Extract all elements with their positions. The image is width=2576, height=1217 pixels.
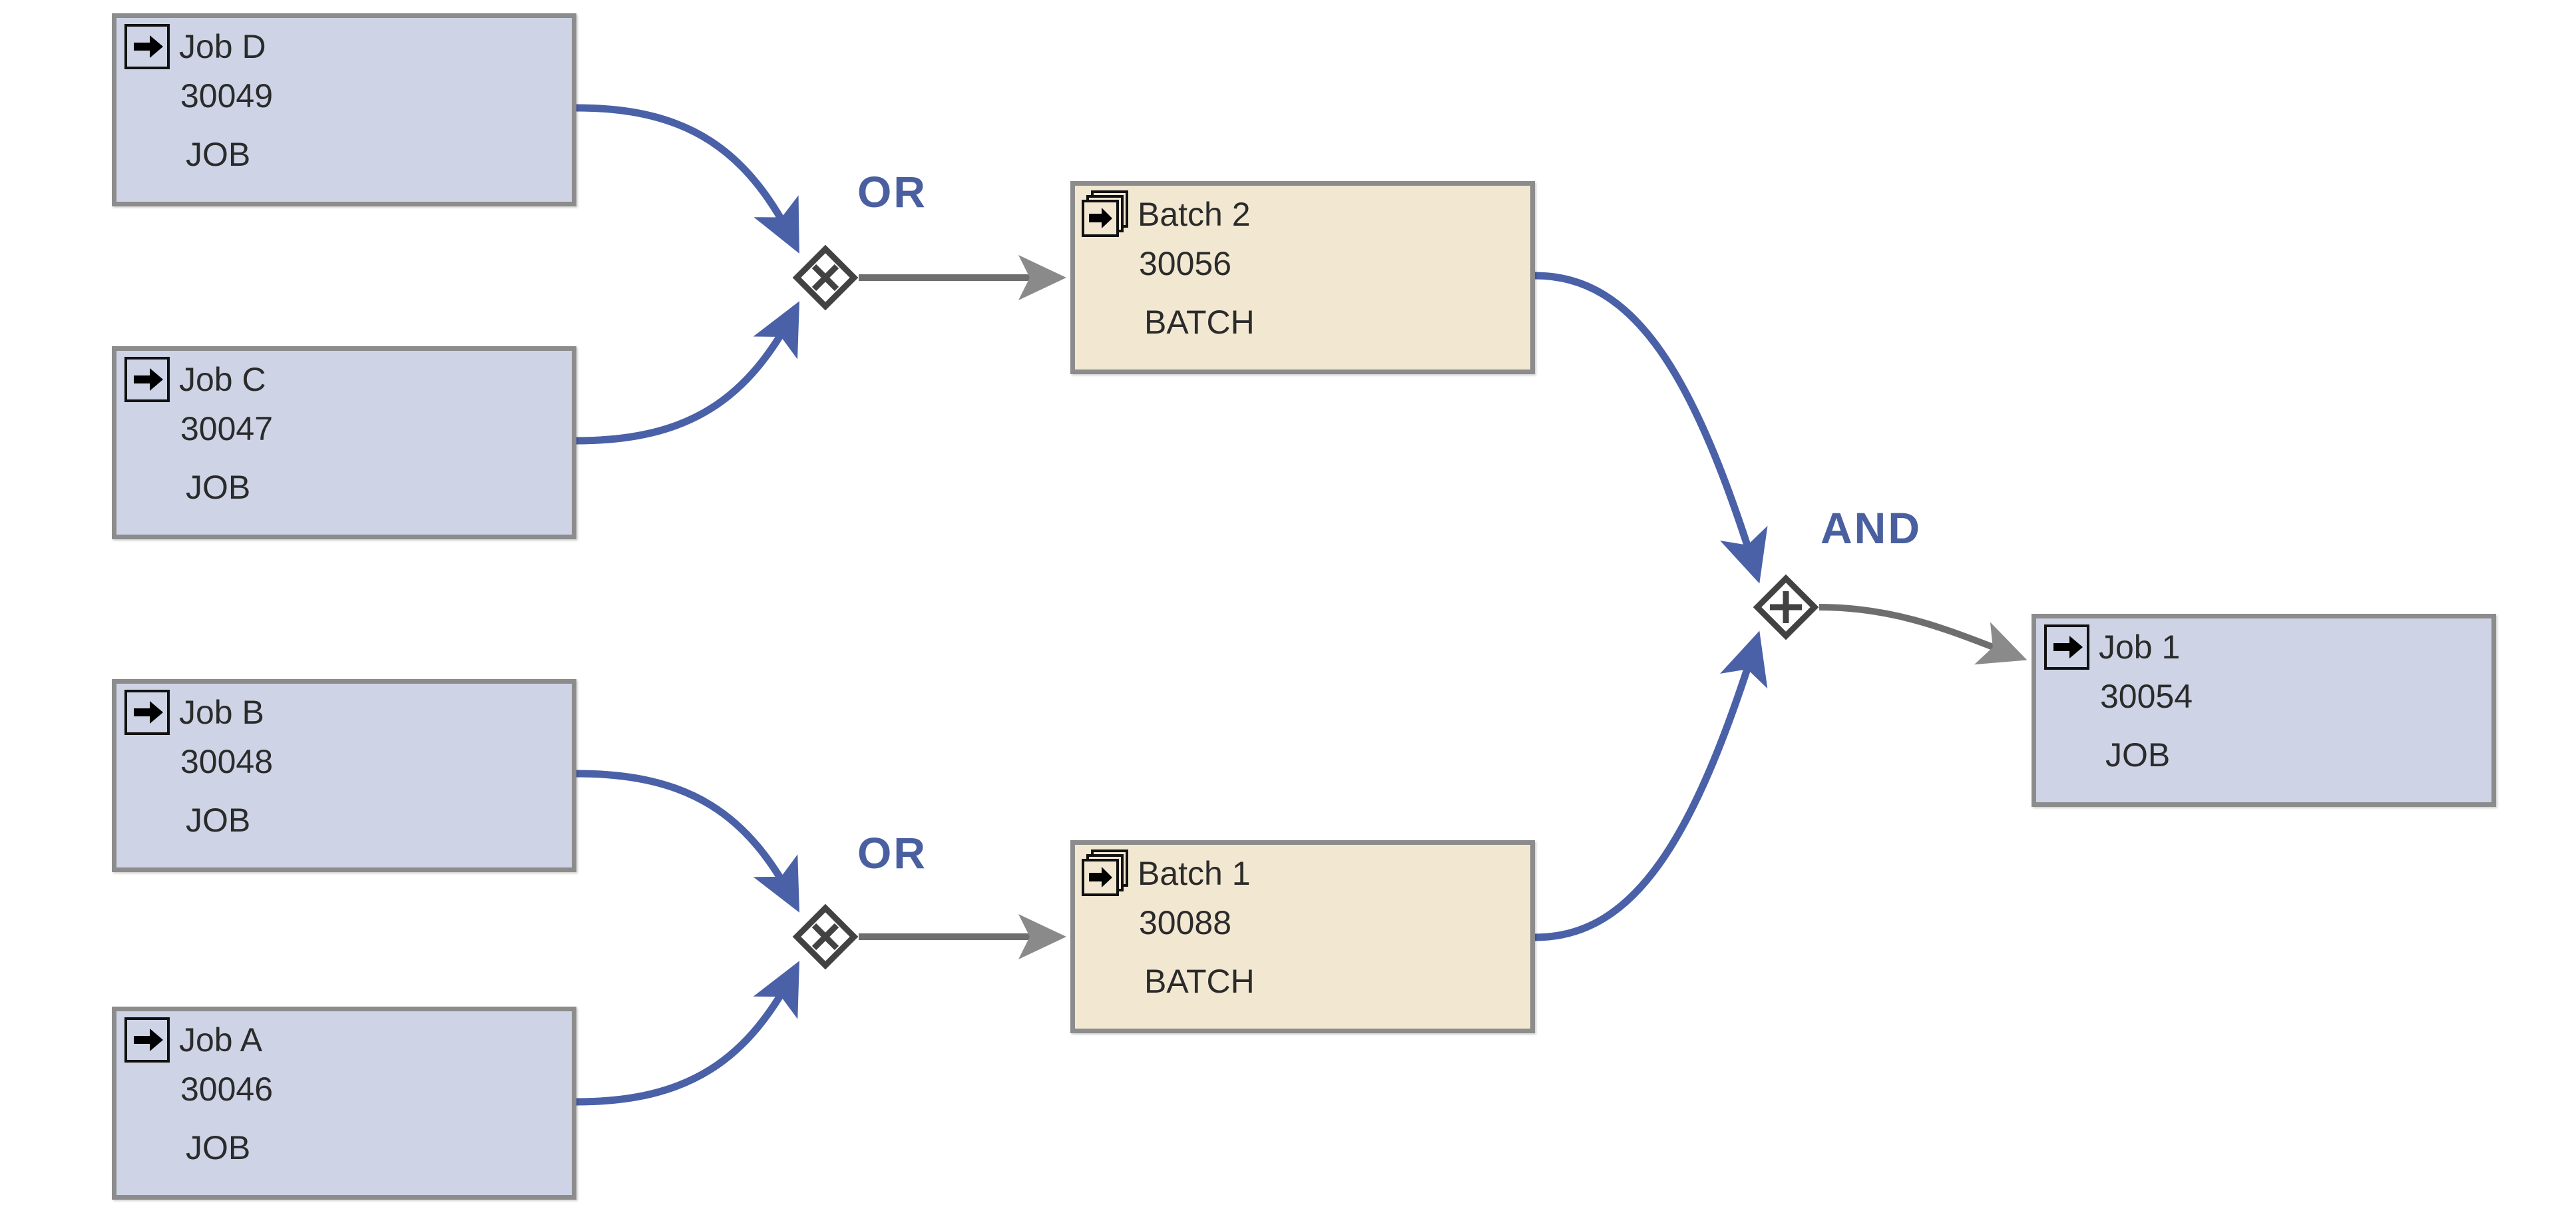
job-arrow-icon xyxy=(116,684,178,741)
node-number: 30049 xyxy=(180,77,274,115)
batch-stack-icon xyxy=(1075,845,1136,902)
node-kind: JOB xyxy=(2105,736,2171,774)
node-kind: JOB xyxy=(186,469,251,506)
node-number: 30047 xyxy=(180,410,274,447)
job-arrow-icon-svg xyxy=(2044,624,2089,670)
node-number: 30056 xyxy=(1139,245,1232,282)
node-kind: BATCH xyxy=(1144,963,1255,1000)
node-kind: BATCH xyxy=(1144,304,1255,341)
job-arrow-icon-svg xyxy=(124,357,170,402)
node-header: Job A xyxy=(116,1011,572,1069)
job-arrow-icon-svg xyxy=(124,24,170,69)
gate-gate_or_bottom[interactable] xyxy=(792,903,859,970)
edge-e_batch_1_to_and xyxy=(1534,630,1768,941)
job-arrow-icon xyxy=(116,1011,178,1069)
edge-e_job_c_to_or_top xyxy=(576,301,800,445)
gate-diamond-icon xyxy=(792,244,859,311)
node-number: 30048 xyxy=(180,743,274,780)
batch-stack-icon xyxy=(1075,186,1136,243)
edge-e_job_a_to_or_bottom xyxy=(576,961,800,1106)
gate-gate_and[interactable] xyxy=(1753,574,1819,640)
node-header: Job 1 xyxy=(2036,618,2491,676)
node-title: Job B xyxy=(179,694,264,731)
node-header: Batch 2 xyxy=(1075,186,1530,243)
edge-e_job_b_to_or_bottom xyxy=(576,770,800,913)
node-header: Job C xyxy=(116,351,572,408)
batch-stack-icon-svg xyxy=(1082,190,1128,237)
batch-stack-icon-svg xyxy=(1082,850,1128,896)
node-title: Batch 2 xyxy=(1138,196,1251,233)
edge-e_and_to_job_1 xyxy=(1819,604,2028,665)
edge-e_job_d_to_or_top xyxy=(576,104,799,254)
node-number: 30046 xyxy=(180,1071,274,1108)
node-header: Job B xyxy=(116,684,572,741)
gate-label-gate_and: AND xyxy=(1821,503,1922,553)
node-title: Job A xyxy=(179,1021,263,1059)
job-arrow-icon-svg xyxy=(124,1017,170,1063)
node-kind: JOB xyxy=(186,802,251,839)
job-arrow-icon xyxy=(116,351,178,408)
node-title: Job D xyxy=(179,28,266,65)
node-title: Job C xyxy=(179,361,266,398)
node-header: Job D xyxy=(116,18,572,75)
gate-gate_or_top[interactable] xyxy=(792,244,859,311)
node-kind: JOB xyxy=(186,1129,251,1166)
node-title: Job 1 xyxy=(2099,628,2181,666)
gate-label-gate_or_top: OR xyxy=(857,167,927,216)
node-number: 30088 xyxy=(1139,904,1232,941)
node-kind: JOB xyxy=(186,136,251,173)
job-arrow-icon xyxy=(2036,618,2097,676)
gate-diamond-icon xyxy=(792,903,859,970)
job-arrow-icon-svg xyxy=(124,690,170,735)
gate-diamond-icon xyxy=(1753,574,1819,640)
node-header: Batch 1 xyxy=(1075,845,1530,902)
gate-label-gate_or_bottom: OR xyxy=(857,828,927,877)
job-arrow-icon xyxy=(116,18,178,75)
edge-e_batch_2_to_and xyxy=(1534,272,1768,584)
node-number: 30054 xyxy=(2100,678,2193,715)
node-title: Batch 1 xyxy=(1138,855,1251,892)
